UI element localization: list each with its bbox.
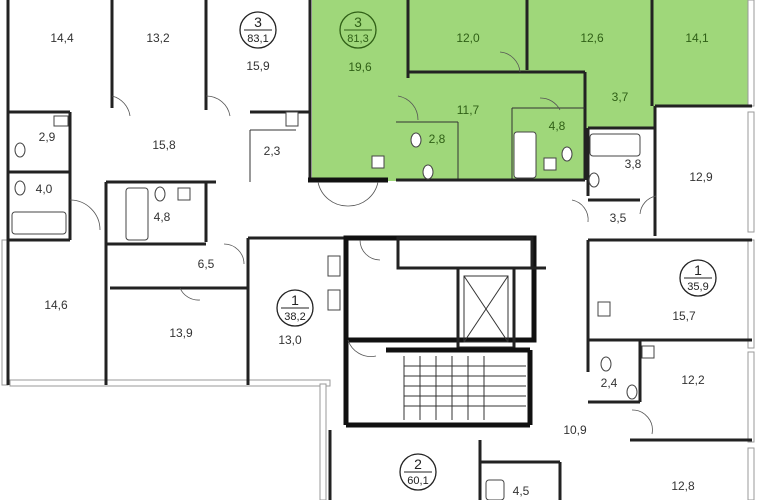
apartment-room-count: 3 bbox=[254, 14, 262, 30]
room-area-label: 15,8 bbox=[152, 138, 176, 152]
room-area-label: 13,2 bbox=[146, 31, 170, 45]
window-right-2 bbox=[747, 111, 755, 233]
room-area-label: 14,1 bbox=[685, 31, 709, 45]
apartment-badge[interactable]: 135,9 bbox=[679, 259, 717, 297]
room-area-label: 3,5 bbox=[610, 211, 627, 225]
apartment-badge[interactable]: 383,1 bbox=[239, 11, 277, 49]
walls bbox=[6, 0, 752, 500]
room-area-label: 4,8 bbox=[154, 210, 171, 224]
staircase bbox=[403, 356, 526, 420]
apartment-badge[interactable]: 260,1 bbox=[399, 453, 437, 491]
room-area-label: 2,3 bbox=[264, 144, 281, 158]
room-area-label: 12,0 bbox=[456, 31, 480, 45]
room-area-label: 4,5 bbox=[513, 484, 530, 498]
window-right-3 bbox=[747, 239, 755, 349]
room-area-label: 10,9 bbox=[563, 423, 587, 437]
apartment-room-count: 2 bbox=[414, 456, 422, 472]
room-area-label: 2,9 bbox=[39, 130, 56, 144]
room-labels: 14,4 13,2 15,9 19,6 12,0 12,6 14,1 11,7 3,7 2,8 4,… bbox=[36, 31, 713, 498]
windows bbox=[1, 0, 755, 500]
room-area-label: 2,8 bbox=[429, 132, 446, 146]
apartment-total-area: 38,2 bbox=[284, 311, 305, 323]
window-right-4 bbox=[747, 351, 755, 443]
apartment-total-area: 35,9 bbox=[687, 281, 708, 293]
apartment-room-count: 3 bbox=[354, 14, 362, 30]
room-area-label: 3,8 bbox=[625, 157, 642, 171]
room-area-label: 15,7 bbox=[672, 309, 696, 323]
apartment-badge[interactable]: 381,3 bbox=[339, 11, 377, 49]
room-area-label: 11,7 bbox=[457, 103, 480, 117]
apartment-selected-area[interactable] bbox=[312, 0, 752, 181]
window-bottom-left bbox=[9, 379, 331, 387]
room-area-label: 12,9 bbox=[689, 170, 713, 184]
window-right-top bbox=[747, 0, 755, 107]
apartment-room-count: 1 bbox=[694, 262, 702, 278]
room-area-label: 12,2 bbox=[681, 373, 705, 387]
room-area-label: 4,0 bbox=[36, 182, 53, 196]
window-bottom-column bbox=[319, 383, 327, 500]
room-area-label: 12,6 bbox=[580, 31, 604, 45]
room-area-label: 15,9 bbox=[246, 59, 270, 73]
room-area-label: 19,6 bbox=[348, 60, 372, 74]
selected-apartment-fill[interactable] bbox=[312, 0, 752, 181]
room-area-label: 12,8 bbox=[671, 479, 695, 493]
room-area-label: 14,6 bbox=[44, 298, 68, 312]
room-area-label: 14,4 bbox=[50, 31, 74, 45]
room-area-label: 3,7 bbox=[612, 90, 629, 104]
room-area-label: 2,4 bbox=[601, 376, 618, 390]
elevator-shaft bbox=[463, 275, 509, 343]
apartment-badge-circle bbox=[339, 11, 377, 49]
room-area-label: 4,8 bbox=[549, 119, 566, 133]
fixtures bbox=[11, 111, 655, 500]
doors bbox=[69, 51, 657, 435]
room-area-label: 6,5 bbox=[198, 257, 215, 271]
apartment-total-area: 81,3 bbox=[347, 33, 368, 45]
apartment-total-area: 83,1 bbox=[247, 33, 268, 45]
apartment-room-count: 1 bbox=[291, 292, 299, 308]
room-area-label: 13,9 bbox=[169, 326, 193, 340]
room-area-label: 13,0 bbox=[278, 333, 302, 347]
window-right-5 bbox=[747, 447, 755, 500]
apartment-badge[interactable]: 138,2 bbox=[276, 289, 314, 327]
apartment-total-area: 60,1 bbox=[407, 475, 428, 487]
